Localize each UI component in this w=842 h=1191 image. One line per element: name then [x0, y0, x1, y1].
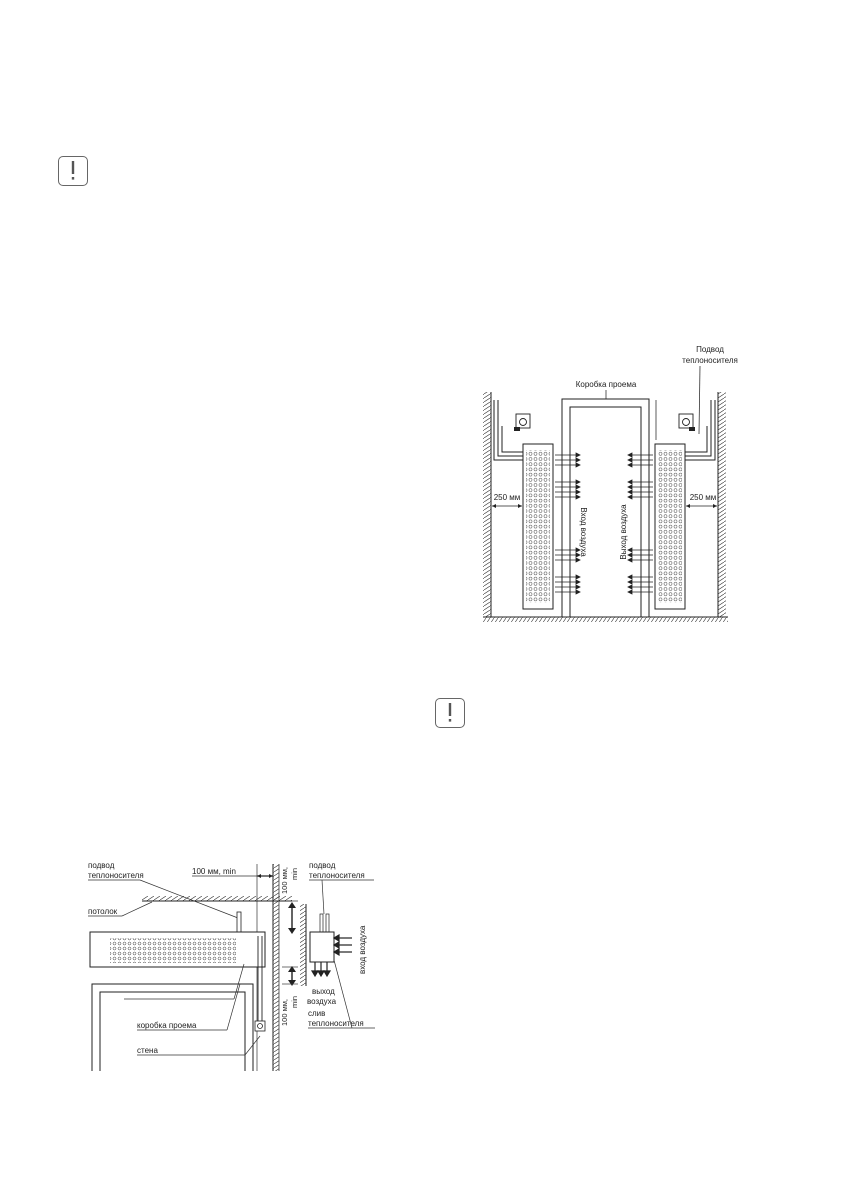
drain-label: теплоносителя [308, 1019, 364, 1028]
gap-dimension-label: 100 мм, min [192, 867, 236, 876]
vertical-dimension-top: 100 мм, [280, 867, 289, 894]
air-inlet-label: вход воздуха [358, 925, 367, 974]
air-inlet-label: Вход воздуха [579, 507, 588, 557]
horizontal-curtain-installation-diagram: подвод теплоносителя 100 мм, min потолок… [88, 861, 375, 1071]
ceiling-label: потолок [88, 907, 118, 916]
door-box-label: коробка проема [137, 1021, 197, 1030]
warning-exclamation-icon [58, 156, 88, 186]
vertical-dimension-bottom: 100 мм, [280, 999, 289, 1026]
valve-icon [254, 1020, 266, 1032]
supply-label: Подвод [696, 345, 724, 354]
dimension-left: 250 мм [494, 493, 521, 502]
air-arrows-left-top [555, 452, 581, 500]
supply-label-left: теплоносителя [88, 871, 144, 880]
side-view-unit [309, 931, 335, 963]
air-outlet-label: Выход воздуха [619, 504, 628, 560]
air-outlet-label: воздуха [307, 997, 337, 1006]
drain-label: слив [308, 1009, 325, 1018]
valve-icon [515, 413, 531, 429]
valve-icon [678, 413, 694, 429]
supply-label-right: подвод [309, 861, 336, 870]
air-arrows-left-bottom [555, 547, 581, 595]
door-curtain-installation-diagram: Подвод теплоносителя Коробка проема [483, 345, 738, 622]
door-box-label: Коробка проема [576, 380, 637, 389]
wall-label: стена [137, 1046, 158, 1055]
warning-exclamation-icon [435, 698, 465, 728]
supply-label-right: теплоносителя [309, 871, 365, 880]
dimension-right: 250 мм [690, 493, 717, 502]
air-arrows-right-top [627, 452, 653, 500]
vertical-dimension-top: min [290, 868, 299, 880]
air-outlet-label: выход [312, 987, 335, 996]
supply-label-left: подвод [88, 861, 115, 870]
air-arrows-right-bottom [627, 547, 653, 595]
supply-label: теплоносителя [682, 356, 738, 365]
vertical-dimension-bottom: min [290, 996, 299, 1008]
